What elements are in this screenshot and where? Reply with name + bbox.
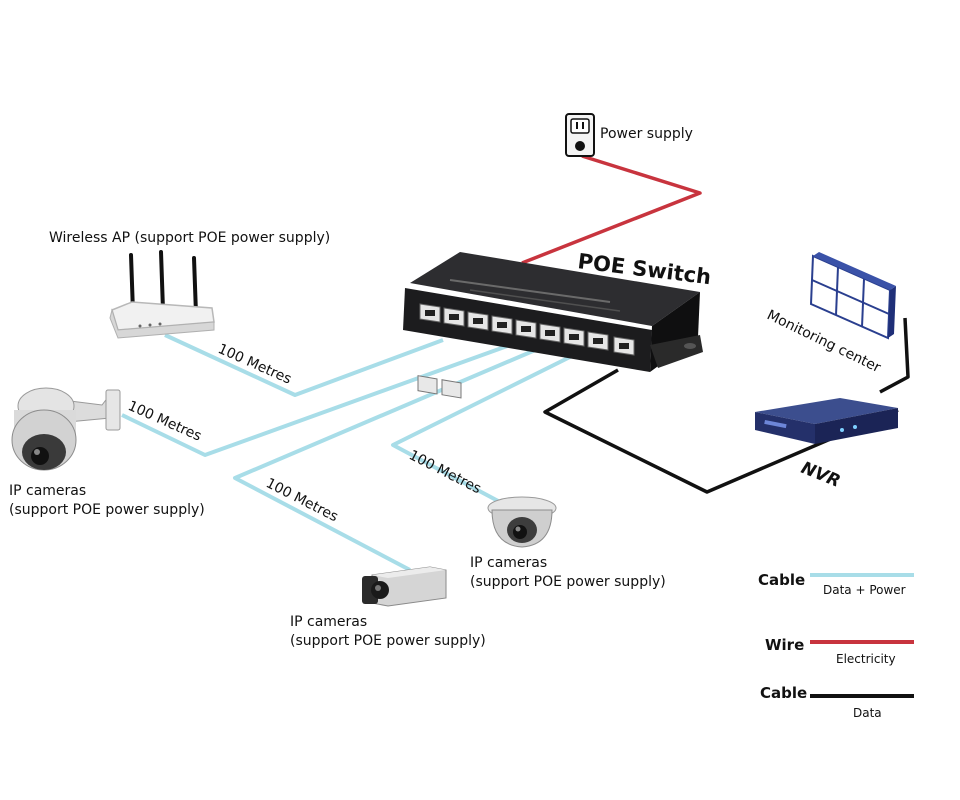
poe-switch-icon (403, 252, 703, 399)
data-power-cables (121, 333, 581, 572)
nvr-icon (755, 398, 898, 444)
cable-length-dome-label: 100 Metres (406, 447, 483, 497)
legend-meaning: Data (853, 706, 882, 720)
box-camera-label-line2: (support POE power supply) (290, 633, 486, 649)
ptz-camera-label-line1: IP cameras (9, 483, 86, 499)
dome-camera-label-line2: (support POE power supply) (470, 574, 666, 590)
legend-meaning: Electricity (836, 652, 896, 666)
cable-to-ptz-camera (121, 343, 511, 457)
legend-term: Wire (765, 636, 804, 654)
box-camera-icon (362, 566, 447, 607)
wireless-ap-label: Wireless AP (support POE power supply) (49, 230, 330, 246)
box-camera-label-line1: IP cameras (290, 614, 367, 630)
legend-meaning: Data + Power (823, 583, 906, 597)
cable-to-wireless-ap (164, 333, 444, 397)
switch-ports (417, 375, 462, 399)
data-cables (543, 317, 910, 494)
legend-item-data: Cable Data (760, 684, 914, 720)
dome-camera-icon (487, 496, 557, 548)
cable-nvr-to-monitor (879, 317, 910, 394)
ptz-camera-label-line2: (support POE power supply) (9, 502, 205, 518)
cable-to-box-camera (233, 346, 541, 572)
cable-to-dome-camera (391, 350, 581, 504)
power-supply-label: Power supply (600, 126, 693, 142)
nvr-label: NVR (798, 458, 843, 492)
legend-item-electricity: Wire Electricity (765, 636, 914, 666)
legend-item-data-power: Cable Data + Power (758, 571, 914, 597)
legend: Cable Data + Power Wire Electricity Cabl… (758, 571, 914, 720)
power-outlet-icon (565, 113, 595, 157)
legend-term: Cable (760, 684, 807, 702)
video-wall-icon (809, 252, 896, 340)
ptz-camera-icon (11, 387, 121, 471)
cable-switch-to-nvr (543, 368, 899, 494)
dome-camera-label-line1: IP cameras (470, 555, 547, 571)
legend-term: Cable (758, 571, 805, 589)
electricity-wire (521, 154, 702, 265)
wireless-router-icon (109, 250, 215, 339)
